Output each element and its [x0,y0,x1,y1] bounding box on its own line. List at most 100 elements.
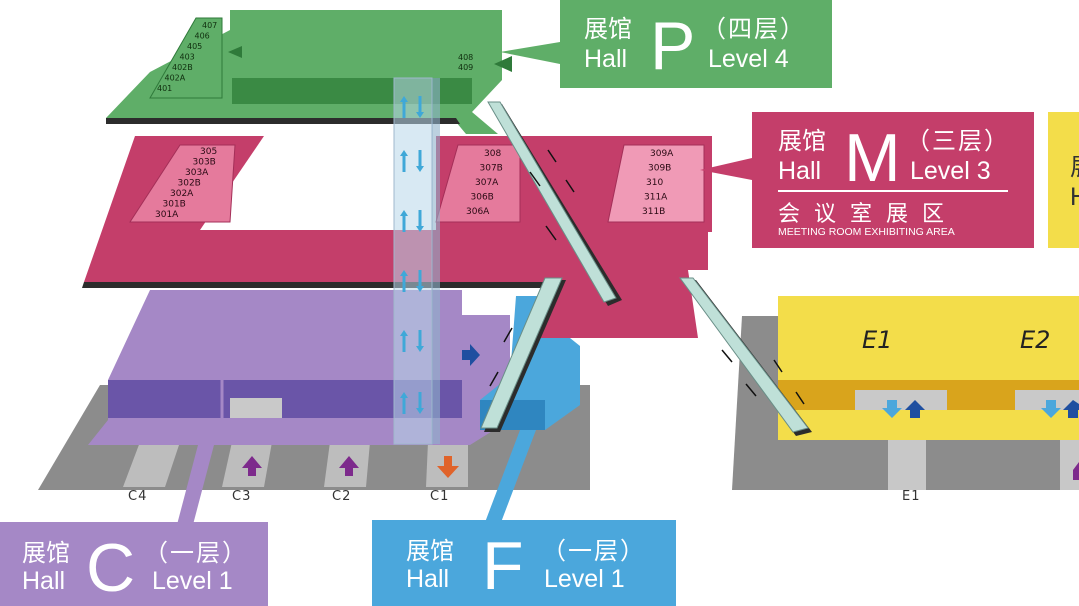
room-number: 402A [165,74,186,83]
gate-c1: C1 [430,489,449,504]
hall-e-zh: 展 [1070,154,1079,180]
hall-c-door [230,398,282,418]
hall-m-level-en: Level 3 [910,157,991,185]
escalator-p-m [487,101,622,306]
escalator-m-e [679,277,812,436]
hall-f-zh: 展馆 [406,537,454,565]
arrow-up-icon [1073,462,1079,480]
room-number: 308 [484,149,501,159]
hall-c-hall: Hall [22,567,66,595]
hall-m-label: 展馆 Hall M （三层） Level 3 会议室展区 MEETING ROO… [752,112,1034,248]
hall-p-label: 展馆 Hall P （四层） Level 4 [560,0,832,88]
road-stripe [888,440,926,490]
hall-m-divider [778,190,1008,192]
room-number: 409 [458,63,473,72]
hall-m-level-zh: （三层） [906,127,1010,155]
arrow-up-icon [242,456,262,476]
hall-m-letter: M [844,120,901,196]
room-number: 301B [163,200,186,210]
hall-m-rooms-mid [435,144,521,223]
hall-m-sub-zh: 会议室展区 [778,202,959,227]
elevator-down-icon [416,150,424,172]
elevator-shaft-side [432,78,440,444]
hall-m-rooms-right [607,144,705,223]
hall-e-zone-2: E2 [1020,326,1050,354]
room-number: 310 [646,178,663,188]
elevator-up-icon [400,210,408,232]
hall-p-edge [106,118,460,124]
room-number: 303B [193,158,216,168]
hall-c-floor [88,290,510,445]
hall-m-rooms-left [129,144,236,223]
hall-p-letter: P [650,8,696,84]
hall-p-level-en: Level 4 [708,45,789,73]
hall-e-hall: H [1070,184,1079,210]
gate-c2: C2 [332,489,351,504]
hall-c-label: 展馆 Hall C （一层） Level 1 [0,522,268,606]
room-number: 309A [650,149,674,159]
room-number: 307A [475,178,499,188]
hall-p-rooms-left [149,17,223,99]
room-number: 401 [157,84,172,93]
hall-p-connector [500,42,560,64]
hall-e-zone-1: E1 [862,326,892,354]
hall-e-floor [778,296,1079,440]
room-number: 402B [172,63,193,72]
hall-c-level-en: Level 1 [152,567,233,595]
room-number: 406 [195,32,210,41]
arrow-right-icon [462,344,480,366]
elevator-arrows [400,96,424,414]
elevator-down-icon [416,270,424,292]
room-number: 306B [471,193,494,203]
hall-f-letter: F [482,528,524,604]
hall-c-zh: 展馆 [22,539,70,567]
elevator-down-icon [416,210,424,232]
hall-c-letter: C [86,530,136,606]
elevator-down-icon [416,330,424,352]
elevator-up-icon [400,270,408,292]
elevator-up-icon [400,392,408,414]
elevator-down-icon [416,392,424,414]
room-number: 407 [202,21,217,30]
room-number: 403 [180,53,195,62]
room-number: 301A [155,210,179,220]
hall-c-level-zh: （一层） [144,539,248,567]
elevator-up-icon [400,150,408,172]
hall-p-zh: 展馆 [584,15,632,43]
room-number: 303A [185,168,209,178]
hall-f-level-en: Level 1 [544,565,625,593]
hall-f-hall: Hall [406,565,450,593]
arrow-down-icon [1041,400,1061,418]
escalator-m-f [480,277,566,432]
hall-e-label: 展 H [1048,112,1079,248]
hall-p-hall: Hall [584,45,628,73]
elevator-down-icon [416,96,424,118]
hall-m-zh: 展馆 [778,127,826,155]
room-number: 305 [200,147,217,157]
gate-c4: C4 [128,489,147,504]
hall-m-connector [700,158,752,180]
arrow-icon [228,46,242,58]
elevator-up-icon [400,330,408,352]
room-number: 405 [187,42,202,51]
room-number: 311A [644,193,668,203]
room-number: 302B [178,179,201,189]
room-number: 311B [642,207,665,217]
arrow-up-icon [905,400,925,418]
elevator-shaft [393,77,433,445]
escalator-direction-arrows [489,149,805,405]
hall-f-label: 展馆 Hall F （一层） Level 1 [372,520,676,606]
arrow-up-icon [1063,400,1079,418]
room-number: 309B [648,164,671,174]
gate-c3: C3 [232,489,251,504]
arrow-icon [494,56,512,72]
hall-f-level-zh: （一层） [542,537,646,565]
hall-m-edge [82,282,545,288]
room-number: 408 [458,53,473,62]
elevator-up-icon [400,96,408,118]
arrow-down-icon [437,456,459,478]
road-stripe [1060,440,1079,490]
